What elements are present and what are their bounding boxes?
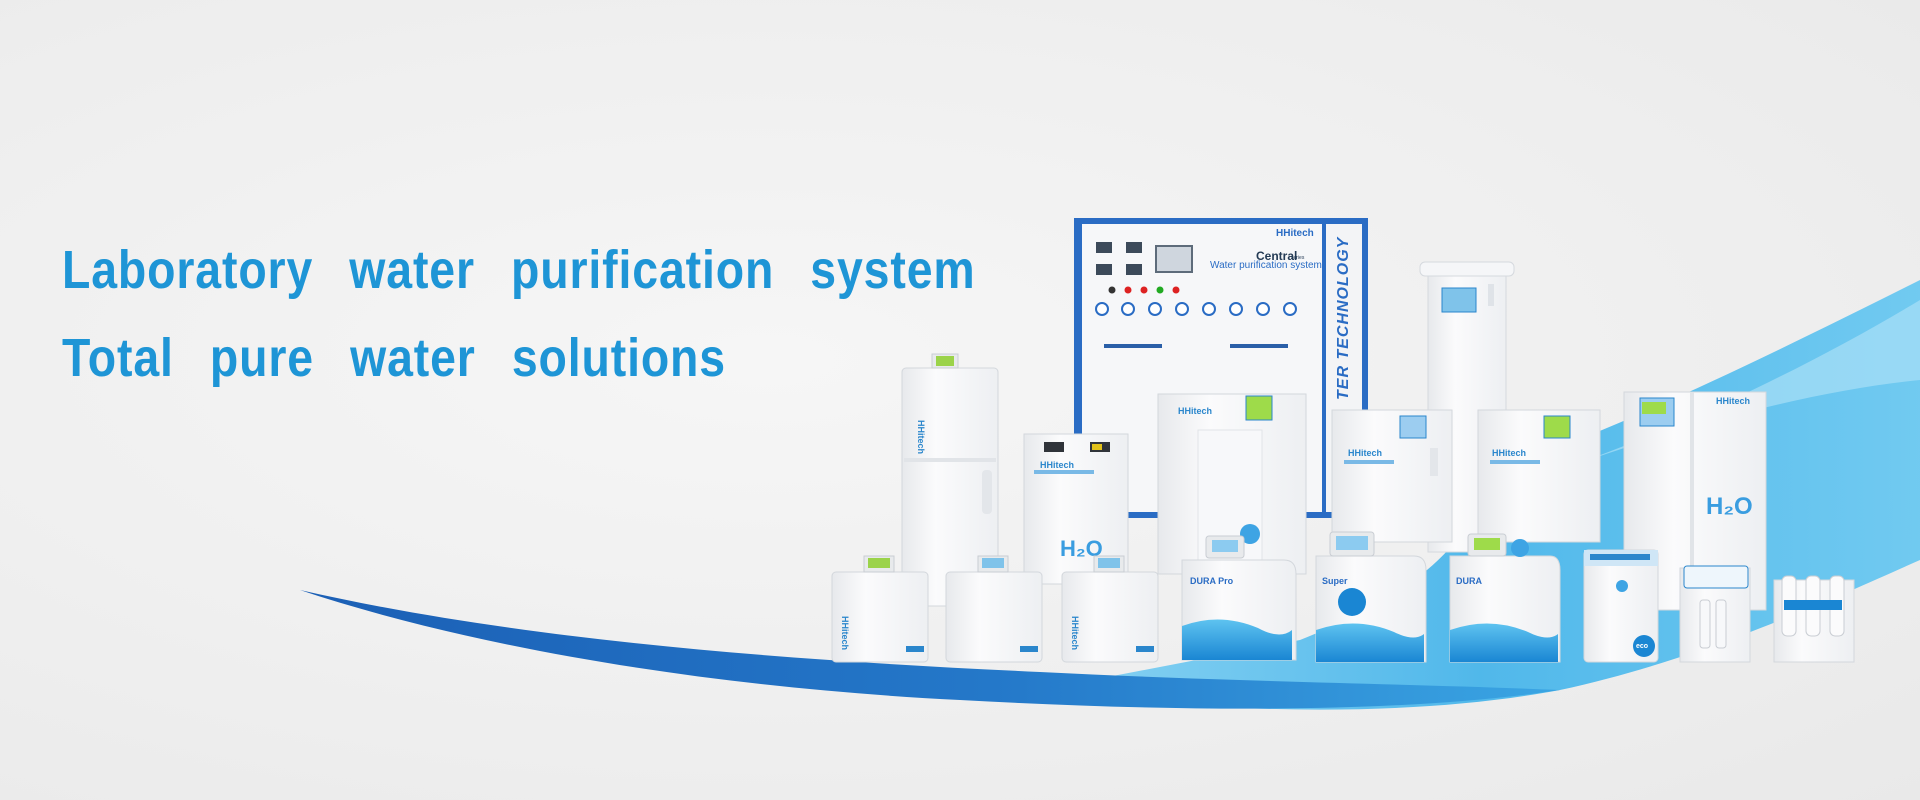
compact-unit-eco: eco — [1583, 549, 1659, 663]
hero-headline: Laboratory water purification system Tot… — [62, 226, 1124, 402]
svg-text:HHitech: HHitech — [1492, 448, 1526, 458]
benchtop-unit-2 — [945, 555, 1043, 663]
svg-text:HHitech: HHitech — [1070, 616, 1080, 650]
svg-text:HHitech: HHitech — [840, 616, 850, 650]
wall-unit-right: HHitech — [1477, 409, 1601, 543]
triple-cartridge-unit — [1773, 575, 1855, 663]
svg-text:HHitech: HHitech — [1716, 396, 1750, 406]
benchtop-unit-3: HHitech — [1061, 555, 1159, 663]
super-series-unit: Super — [1315, 531, 1427, 663]
central-water-system-cabinet: HHitech Central series Water purificatio… — [1074, 218, 1368, 518]
dura-pro-unit: DURA Pro — [1181, 535, 1297, 661]
svg-text:HHitech: HHitech — [1348, 448, 1382, 458]
wall-unit-mid: HHitech — [1331, 409, 1453, 543]
svg-text:DURA: DURA — [1456, 576, 1482, 586]
svg-text:DURA Pro: DURA Pro — [1190, 576, 1234, 586]
svg-text:HHitech: HHitech — [1040, 460, 1074, 470]
headline-line-2: Total pure water solutions — [62, 328, 726, 388]
dura-unit: DURA — [1449, 533, 1561, 663]
central-model-suffix: series — [1291, 255, 1305, 261]
filter-cartridge-unit — [1679, 565, 1751, 663]
svg-text:HHitech: HHitech — [916, 420, 926, 454]
large-floor-unit: HHitech — [1157, 393, 1307, 575]
central-brand-label: HHitech — [1276, 228, 1314, 239]
svg-text:Super: Super — [1322, 576, 1348, 586]
svg-text:H₂O: H₂O — [1706, 493, 1753, 520]
svg-text:HHitech: HHitech — [1178, 406, 1212, 416]
swoosh-dark-band — [300, 590, 1560, 709]
swoosh-light-band-2 — [1560, 300, 1920, 470]
headline-line-1: Laboratory water purification system — [62, 240, 976, 300]
central-subtitle: Water purification system — [1210, 260, 1322, 271]
central-side-text: TER TECHNOLOGY — [1335, 236, 1352, 400]
svg-text:eco: eco — [1636, 643, 1648, 650]
benchtop-unit-1: HHitech — [831, 555, 929, 663]
tower-dispenser-left: HHitech — [901, 353, 999, 607]
central-model-label: Central — [1256, 249, 1297, 263]
